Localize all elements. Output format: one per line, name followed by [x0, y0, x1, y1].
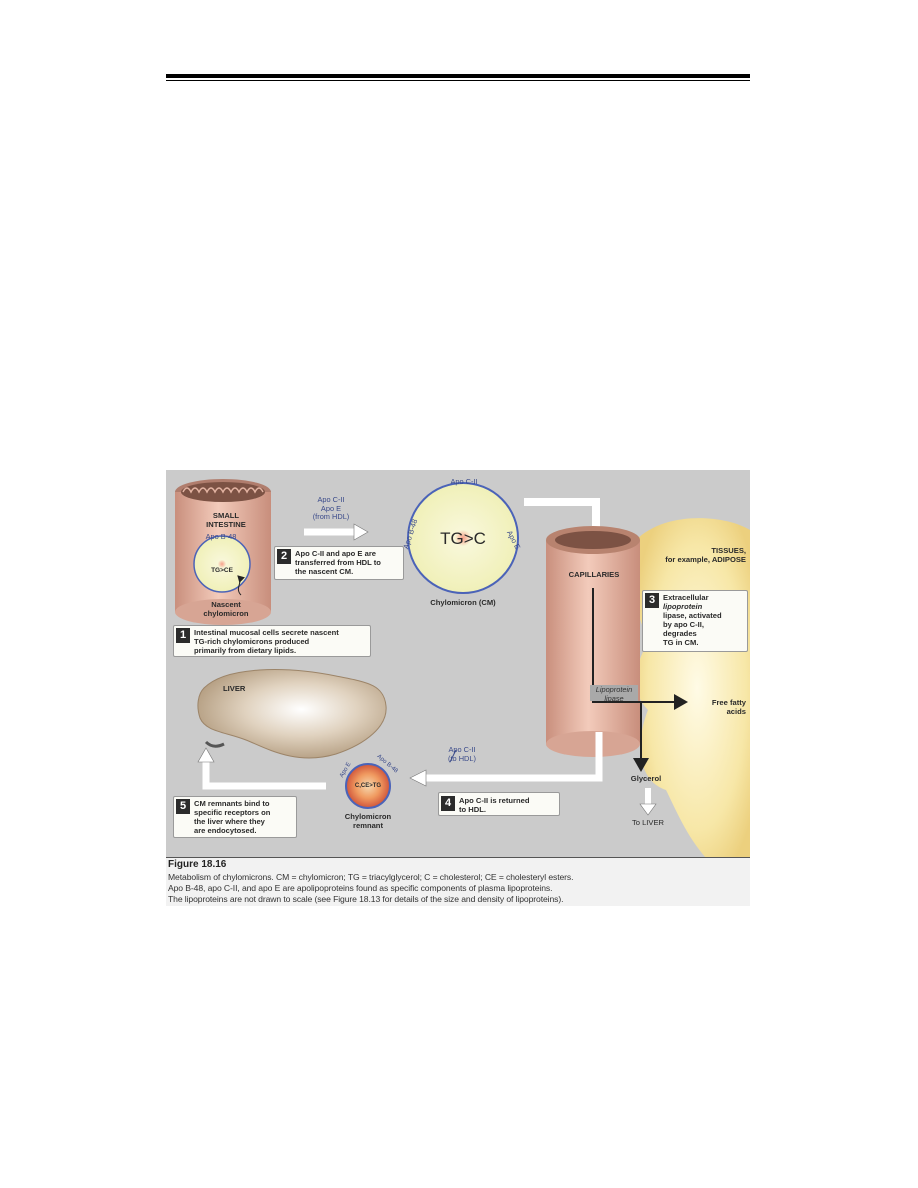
step-5-box: 5 CM remnants bind to specific receptors…	[173, 796, 297, 838]
step-1-text: Intestinal mucosal cells secrete nascent…	[194, 628, 339, 655]
step-4-number: 4	[441, 796, 455, 811]
to-liver-label: To LIVER	[631, 818, 665, 827]
step-2-box: 2 Apo C-II and apo E are transferred fro…	[274, 546, 404, 580]
chylomicron-cm	[407, 482, 519, 594]
header-rule-thin	[166, 80, 750, 81]
step-1-number: 1	[176, 628, 190, 643]
figure-caption-line-3: The lipoproteins are not drawn to scale …	[168, 894, 564, 904]
caption-rule	[166, 857, 750, 858]
step-2-number: 2	[277, 549, 291, 564]
step-1-box: 1 Intestinal mucosal cells secrete nasce…	[173, 625, 371, 657]
liver-shape	[197, 669, 387, 759]
header-rule-thick	[166, 74, 750, 78]
chylomicron-metabolism-figure: SMALL INTESTINE Apo B-48 TG>CE Nascent c…	[166, 470, 750, 906]
step-3-number: 3	[645, 593, 659, 608]
chylomicron-remnant	[345, 763, 391, 809]
step-5-text: CM remnants bind to specific receptors o…	[194, 799, 271, 835]
liver-label: LIVER	[223, 684, 246, 693]
nascent-core-label: TG>CE	[211, 567, 233, 574]
nascent-apo-label: Apo B-48	[205, 532, 237, 541]
nascent-chylomicron-label: Nascent chylomicron	[203, 600, 249, 618]
lipase-label: Lipoprotein lipase	[595, 685, 633, 703]
step-3-text: Extracellular lipoprotein lipase, activa…	[663, 593, 722, 647]
step-5-number: 5	[176, 799, 190, 814]
nascent-chylomicron	[193, 535, 251, 593]
figure-caption-area	[166, 858, 750, 906]
step-2-text: Apo C-II and apo E are transferred from …	[295, 549, 381, 576]
hdl-transfer-label: Apo C-II Apo E (from HDL)	[312, 495, 350, 521]
free-fatty-acids-label: Free fatty acids	[711, 698, 746, 716]
capillaries-label: CAPILLARIES	[568, 570, 620, 579]
figure-caption-line-2: Apo B-48, apo C-II, and apo E are apolip…	[168, 883, 553, 893]
step-4-text: Apo C-II is returned to HDL.	[459, 796, 530, 814]
glycerol-label: Glycerol	[630, 774, 662, 783]
step-4-box: 4 Apo C-II is returned to HDL.	[438, 792, 560, 816]
cm-core-label: TG>C	[440, 529, 486, 548]
chylomicron-label: Chylomicron (CM)	[430, 598, 496, 607]
step-3-box: 3 Extracellular lipoprotein lipase, acti…	[642, 590, 748, 652]
small-intestine-label: SMALL INTESTINE	[206, 511, 246, 529]
chylomicron-remnant-label: Chylomicron remnant	[344, 812, 392, 830]
apo-return-label: Apo C-II (to HDL)	[448, 745, 476, 763]
remnant-core-label: C,CE>TG	[354, 783, 382, 789]
tissues-label: TISSUES, for example, ADIPOSE	[665, 546, 746, 564]
figure-caption-line-1: Metabolism of chylomicrons. CM = chylomi…	[168, 872, 574, 882]
figure-caption-title: Figure 18.16	[168, 859, 227, 870]
cm-apo-top-label: Apo C-II	[450, 477, 478, 486]
